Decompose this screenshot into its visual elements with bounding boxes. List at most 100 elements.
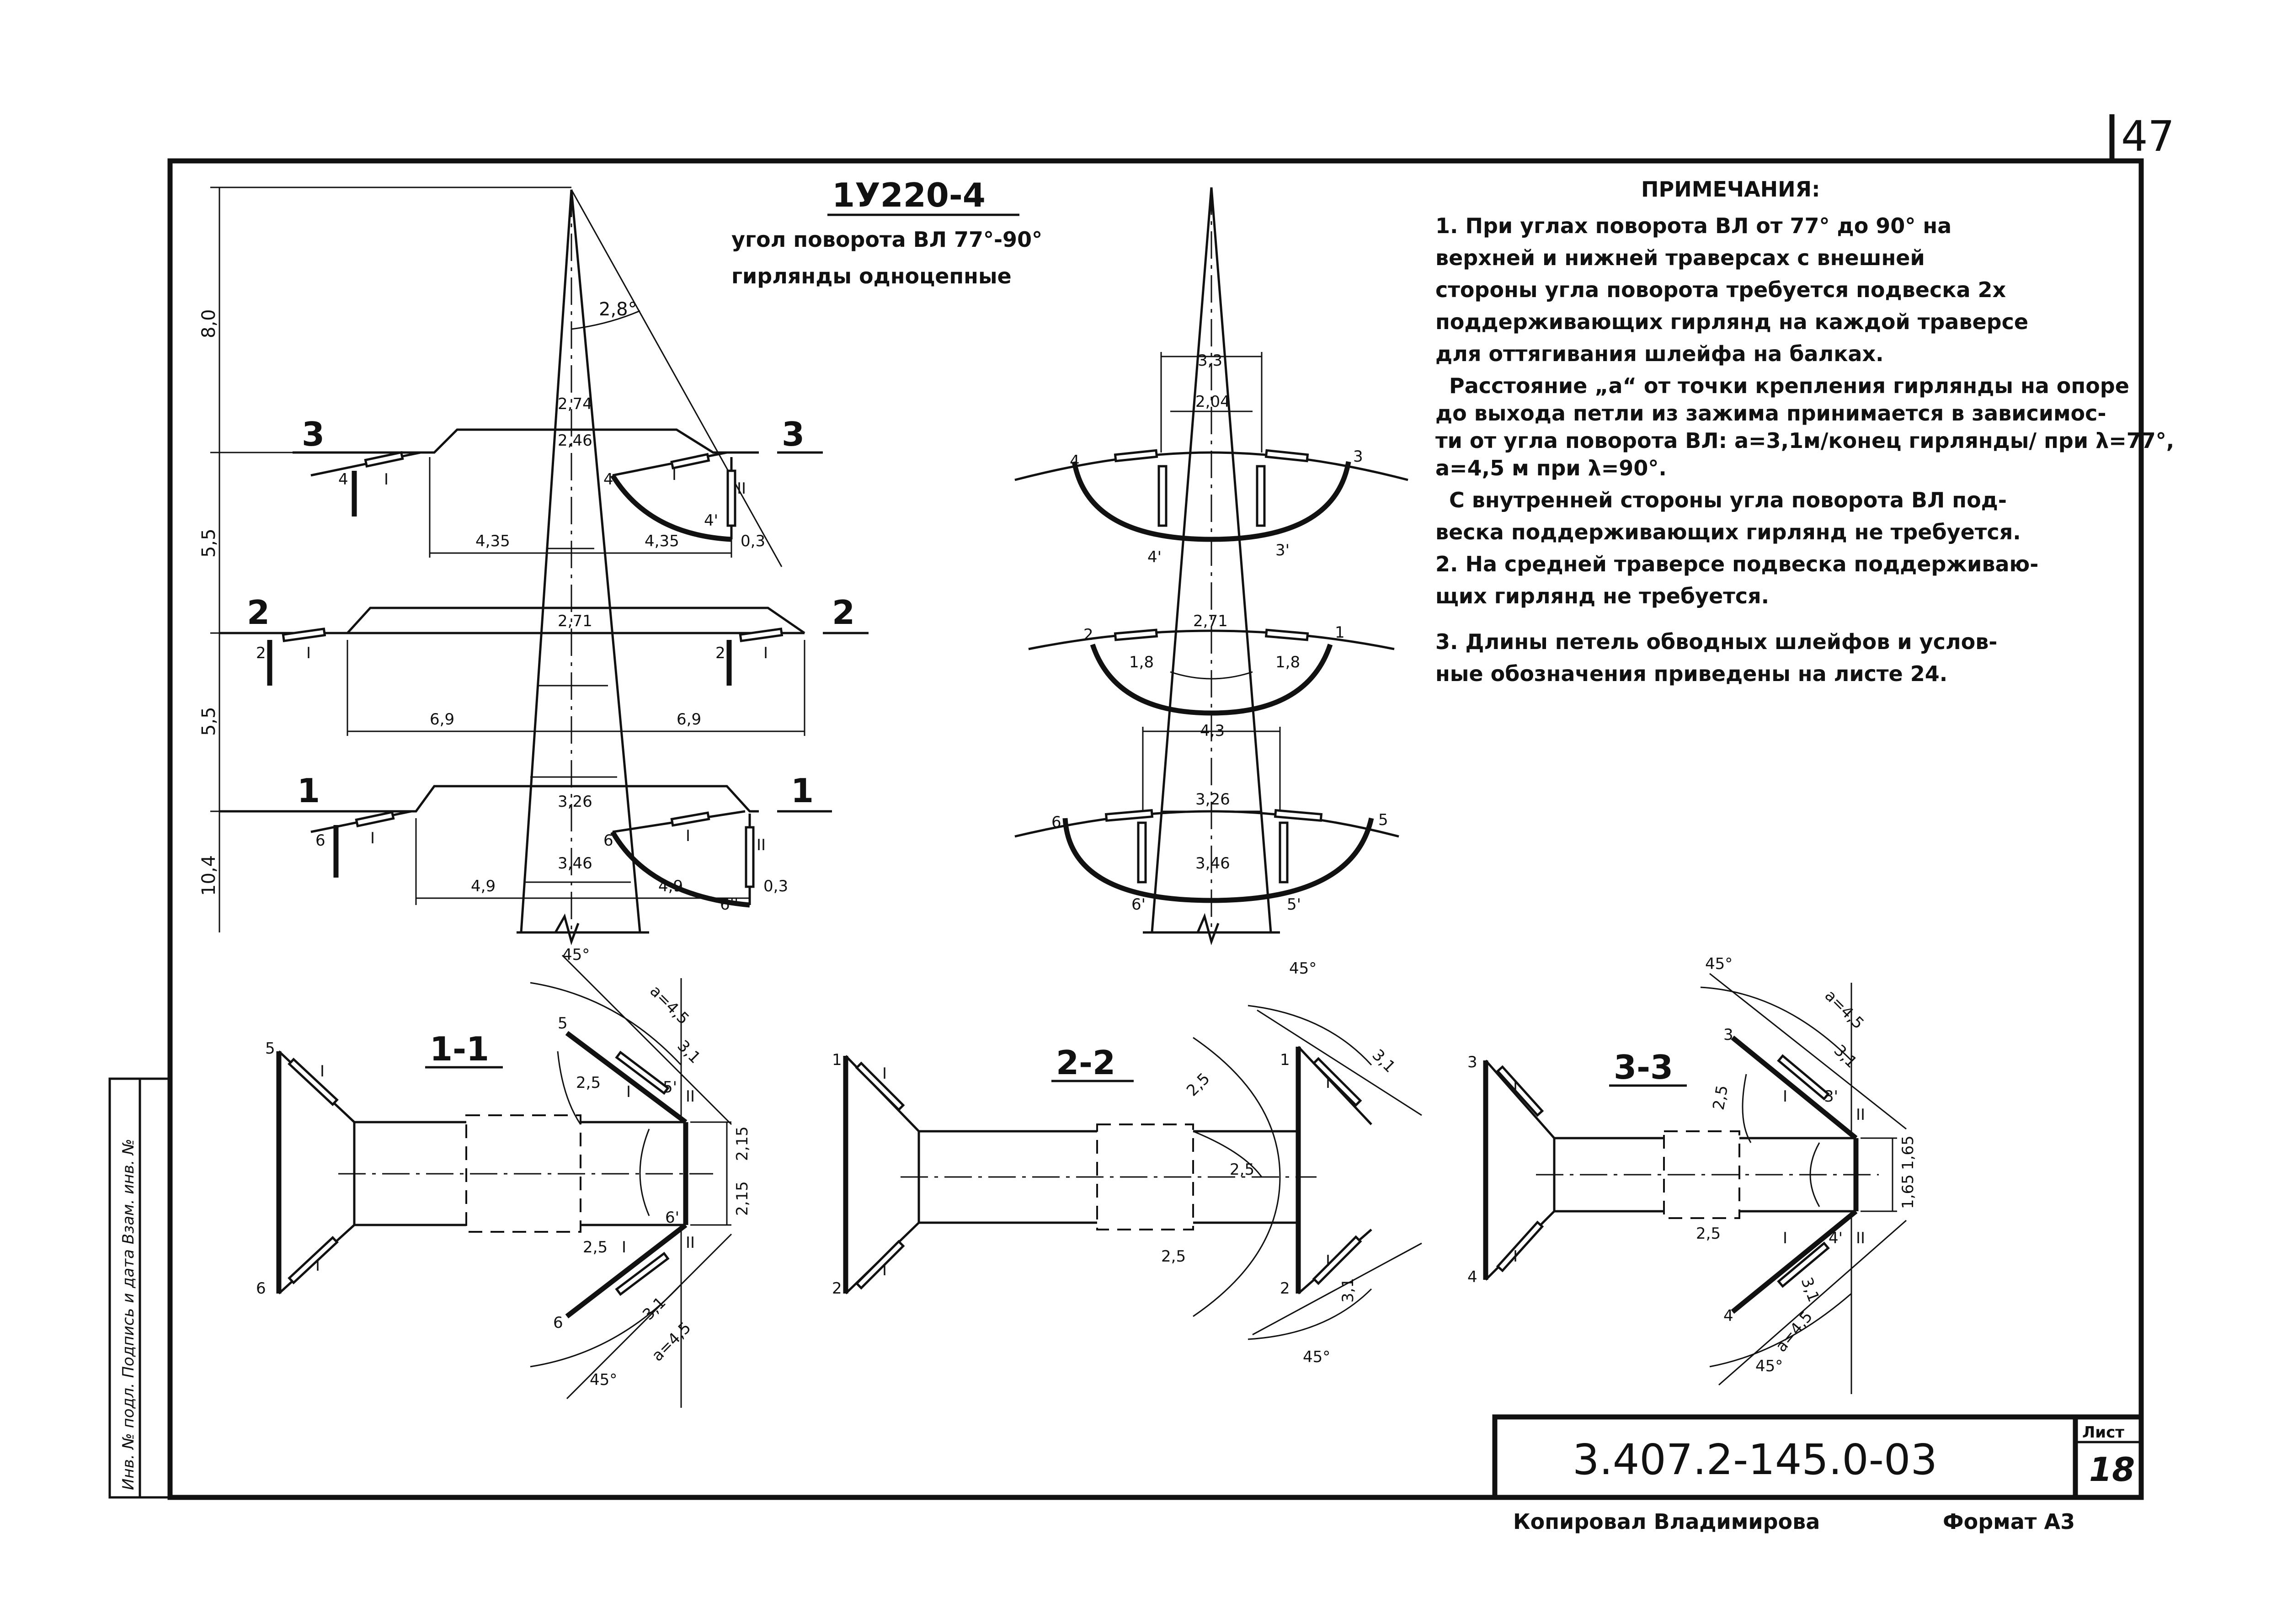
svg-text:5': 5' xyxy=(663,1078,677,1097)
note-line: а=4,5 м при λ=90°. xyxy=(1435,456,1667,480)
svg-text:I: I xyxy=(320,1062,325,1081)
notes-heading: ПРИМЕЧАНИЯ: xyxy=(1641,177,1820,202)
dim-label: 2,5 xyxy=(1161,1247,1186,1266)
copied-by: Копировал Владимирова xyxy=(1513,1509,1820,1534)
dim-label: 6,9 xyxy=(677,710,701,729)
svg-text:I: I xyxy=(882,1261,887,1279)
title-stamp: 3.407.2-145.0-03 Лист 18 xyxy=(1492,1414,2144,1500)
svg-text:II: II xyxy=(757,836,766,854)
phase-label: 4 xyxy=(1070,452,1080,470)
height-dim: 10,4 xyxy=(198,855,219,896)
dim-label: 0,3 xyxy=(763,877,788,895)
dim-label: 3,3 xyxy=(1198,351,1222,370)
dim-label: 3,26 xyxy=(558,793,592,811)
svg-text:I: I xyxy=(1326,1074,1330,1092)
note-line: ти от угла поворота ВЛ: а=3,1м/конец гир… xyxy=(1435,428,2174,453)
note-line: 3. Длины петель обводных шлейфов и услов… xyxy=(1435,629,1997,654)
phase-label: 5' xyxy=(1287,895,1301,914)
paper-format: Формат А3 xyxy=(1943,1509,2075,1534)
svg-text:3': 3' xyxy=(1824,1087,1838,1106)
title-line-1: угол поворота ВЛ 77°-90° xyxy=(731,227,1042,252)
dim-label: 2,5 xyxy=(1696,1225,1721,1243)
note-line: стороны угла поворота требуется подвеска… xyxy=(1435,277,2006,302)
dim-label: 2,46 xyxy=(558,431,592,450)
phase-label: 5 xyxy=(1378,811,1388,829)
svg-text:6: 6 xyxy=(256,1279,266,1298)
svg-text:6: 6 xyxy=(603,831,613,850)
dim-label: 3,1 xyxy=(639,1294,670,1324)
angle-label: 45° xyxy=(562,946,590,964)
section-mark: 1 xyxy=(297,772,320,810)
svg-text:I: I xyxy=(1513,1078,1518,1097)
svg-text:I: I xyxy=(626,1083,631,1101)
dim-label: 2,5 xyxy=(1183,1070,1214,1100)
svg-text:6: 6 xyxy=(553,1314,563,1332)
svg-text:I: I xyxy=(763,644,768,662)
angle-label: 45° xyxy=(1289,959,1317,978)
phase-label: 3' xyxy=(1275,541,1290,559)
height-dim: 5,5 xyxy=(198,528,219,558)
svg-text:I: I xyxy=(686,827,690,845)
dim-label: 3,1 xyxy=(1830,1041,1861,1072)
note-line: щих гирлянд не требуется. xyxy=(1435,584,1769,608)
svg-text:I: I xyxy=(315,1257,320,1275)
section-title: 1-1 xyxy=(430,1030,489,1068)
svg-text:3: 3 xyxy=(1467,1053,1477,1071)
dim-label: 3,1 xyxy=(1369,1046,1399,1076)
svg-text:5: 5 xyxy=(558,1014,568,1033)
dim-label: 3,26 xyxy=(1195,790,1230,809)
dim-label: 1,65 xyxy=(1899,1174,1917,1209)
dim-label: 2,5 xyxy=(583,1238,608,1257)
dim-label: 2,04 xyxy=(1195,393,1230,411)
drawing-code: 3.407.2-145.0-03 xyxy=(1573,1435,1937,1484)
dim-label: 4,35 xyxy=(475,532,510,550)
phase-label: 4' xyxy=(1147,548,1162,566)
phase-label: 1 xyxy=(1335,623,1345,642)
angle-label: 45° xyxy=(1705,955,1733,973)
svg-text:2: 2 xyxy=(256,644,266,662)
note-line: 1. При углах поворота ВЛ от 77° до 90° н… xyxy=(1435,213,1951,238)
title-line-2: гирлянды одноцепные xyxy=(731,264,1012,288)
svg-text:4: 4 xyxy=(338,470,348,489)
tower-code: 1У220-4 xyxy=(832,176,986,214)
svg-text:4': 4' xyxy=(704,511,718,530)
note-line: верхней и нижней траверсах с внешней xyxy=(1435,245,1925,270)
svg-text:I: I xyxy=(672,466,677,484)
svg-text:II: II xyxy=(686,1234,695,1252)
dim-label: 0,3 xyxy=(741,532,765,550)
section-2-2: 2-2 1 2 I I 1 2 I I 45° 45° 3,1 xyxy=(832,959,1422,1366)
section-3-3: 3-3 3 4 I I 3 4 3' 4' xyxy=(1467,955,1917,1394)
dim-label: 2,71 xyxy=(1193,612,1228,630)
phase-label: 2 xyxy=(1083,626,1093,644)
angle-label: 45° xyxy=(590,1371,617,1389)
svg-text:3: 3 xyxy=(1723,1026,1733,1044)
svg-text:6': 6' xyxy=(665,1209,679,1227)
sheet-number: 18 xyxy=(2089,1450,2135,1489)
dim-label: 2,15 xyxy=(733,1181,752,1216)
svg-text:2: 2 xyxy=(715,644,725,662)
dim-label: 4,35 xyxy=(645,532,679,550)
height-dim: 5,5 xyxy=(198,707,219,736)
dim-label: a=4,5 xyxy=(646,982,693,1028)
svg-text:4: 4 xyxy=(603,470,613,489)
dim-label: 4,9 xyxy=(658,877,683,895)
svg-text:II: II xyxy=(1856,1229,1865,1247)
angle-label: 2,8° xyxy=(599,299,637,320)
note-line: до выхода петли из зажима принимается в … xyxy=(1435,401,2106,426)
section-mark: 2 xyxy=(247,593,270,632)
section-title: 2-2 xyxy=(1056,1044,1115,1082)
svg-text:II: II xyxy=(1856,1106,1865,1124)
svg-text:I: I xyxy=(882,1065,887,1083)
svg-text:6: 6 xyxy=(315,831,325,850)
sheet-frame: 47 Инв. № подл. Подпись и дата Взам. инв… xyxy=(108,112,2175,1500)
svg-text:II: II xyxy=(737,479,746,498)
title-block-top: 1У220-4 угол поворота ВЛ 77°-90° гирлянд… xyxy=(731,176,1042,288)
dim-label: 2,5 xyxy=(1709,1084,1732,1111)
dim-label: 1,8 xyxy=(1275,653,1300,671)
dim-label: 3,46 xyxy=(558,854,592,873)
note-line: веска поддерживающих гирлянд не требуетс… xyxy=(1435,520,2021,544)
dim-label: 1,65 xyxy=(1899,1135,1917,1170)
sheet-corner-number: 47 xyxy=(2121,112,2175,161)
angle-label: 45° xyxy=(1303,1348,1330,1366)
dim-label: 1,8 xyxy=(1129,653,1154,671)
